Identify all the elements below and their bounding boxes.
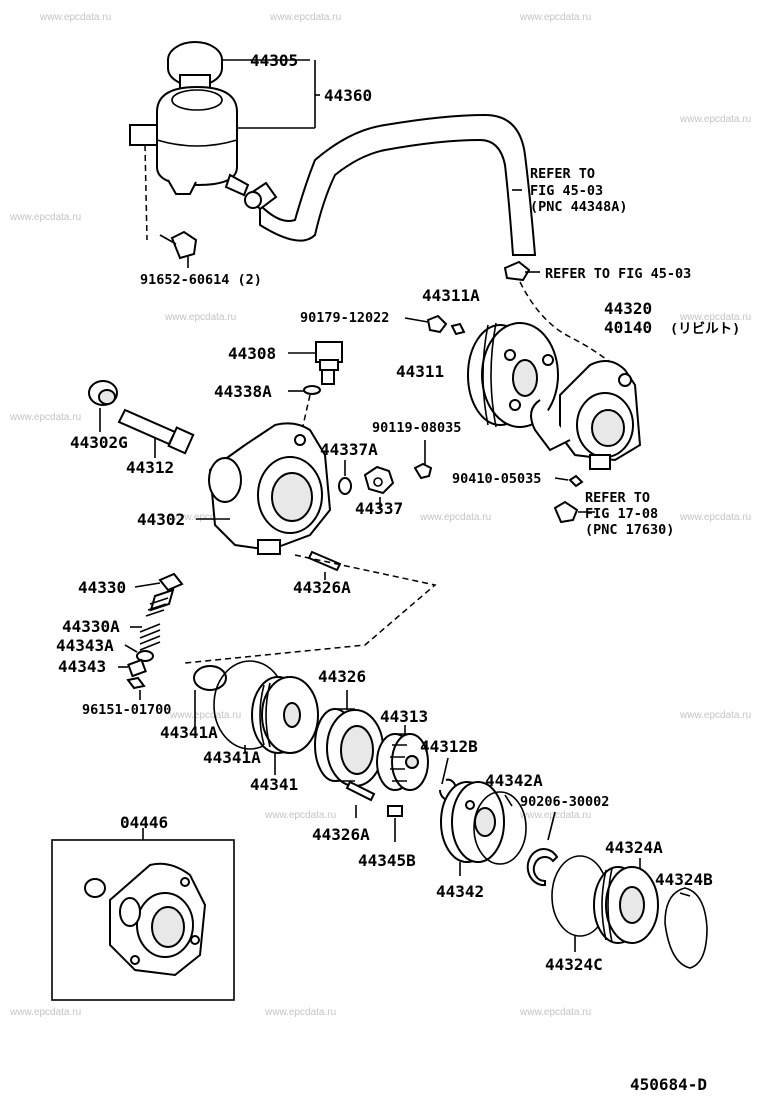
pin-44345B [387, 805, 403, 817]
refer-label-3b: FIG 17-08 [585, 506, 658, 522]
watermark: www.epcdata.ru [269, 12, 341, 23]
watermark: www.epcdata.ru [169, 710, 241, 721]
refer-label-1b: FIG 45-03 [530, 183, 603, 199]
label-44320: 44320 [604, 299, 652, 318]
watermark: www.epcdata.ru [679, 512, 751, 523]
label-44326A-top: 44326A [293, 578, 351, 597]
label-44337: 44337 [355, 499, 403, 518]
snap-ring-90206 [526, 848, 559, 887]
hose-clamp [503, 260, 531, 282]
watermark: www.epcdata.ru [519, 810, 591, 821]
reservoir-bolt [159, 230, 198, 260]
label-44343A: 44343A [56, 636, 114, 655]
label-44313: 44313 [380, 707, 428, 726]
pump-pulley [467, 322, 559, 428]
flow-control-fitting [315, 341, 343, 385]
label-04446: 04446 [120, 813, 168, 832]
o-ring-44337A [338, 477, 352, 495]
valve-spring [139, 623, 161, 651]
label-91652: 91652-60614 (2) [140, 272, 262, 288]
label-44342A: 44342A [485, 771, 543, 790]
rear-side-plate [440, 781, 505, 863]
label-96151: 96151-01700 [82, 702, 171, 718]
label-44302G: 44302G [70, 433, 128, 452]
watermark: www.epcdata.ru [169, 512, 241, 523]
watermark: www.epcdata.ru [39, 12, 111, 23]
label-90119: 90119-08035 [372, 420, 461, 436]
label-44308: 44308 [228, 344, 276, 363]
label-44326A-bottom: 44326A [312, 825, 370, 844]
label-44312: 44312 [126, 458, 174, 477]
label-44341A-1: 44341A [160, 723, 218, 742]
snap-ring-44324B [664, 887, 708, 969]
front-side-plate [251, 676, 319, 754]
label-44337A: 44337A [320, 440, 378, 459]
label-44330: 44330 [78, 578, 126, 597]
watermark: www.epcdata.ru [9, 412, 81, 423]
label-44312B: 44312B [420, 737, 478, 756]
watermark: www.epcdata.ru [264, 810, 336, 821]
watermark: www.epcdata.ru [679, 312, 751, 323]
label-44326: 44326 [318, 667, 366, 686]
label-90179: 90179-12022 [300, 310, 389, 326]
label-44302: 44302 [137, 510, 185, 529]
label-44311: 44311 [396, 362, 444, 381]
watermark: www.epcdata.ru [519, 1007, 591, 1018]
label-44330A: 44330A [62, 617, 120, 636]
watermark: www.epcdata.ru [679, 710, 751, 721]
watermark: www.epcdata.ru [519, 12, 591, 23]
watermark: www.epcdata.ru [264, 1007, 336, 1018]
rotor-vanes [376, 733, 429, 791]
label-44341A-2: 44341A [203, 748, 261, 767]
pin-44326A-lower [345, 780, 376, 802]
label-44305: 44305 [250, 51, 298, 70]
reservoir-cap [167, 41, 223, 90]
watermark: www.epcdata.ru [9, 1007, 81, 1018]
label-44324A: 44324A [605, 838, 663, 857]
label-90206: 90206-30002 [520, 794, 609, 810]
part-labels: 44305 44360 REFER TO FIG 45-03 (PNC 4434… [56, 51, 740, 1094]
pump-body [208, 422, 332, 555]
pressure-port-44337 [363, 465, 395, 495]
refer-label-3c: (PNC 17630) [585, 522, 674, 538]
label-44324C: 44324C [545, 955, 603, 974]
cam-ring [314, 708, 384, 787]
refer-label-1a: REFER TO [530, 166, 595, 182]
oil-seal [88, 380, 118, 406]
refer-label-1c: (PNC 44348A) [530, 199, 628, 215]
label-90410: 90410-05035 [452, 471, 541, 487]
flow-control-valve [145, 572, 184, 617]
kit-pump-body [109, 862, 207, 977]
label-44345B: 44345B [358, 851, 416, 870]
watermark: www.epcdata.ru [419, 512, 491, 523]
label-44341: 44341 [250, 775, 298, 794]
diagram-id: 450684-D [630, 1075, 707, 1094]
watermark: www.epcdata.ru [9, 212, 81, 223]
reservoir-tank [129, 85, 250, 197]
bolt-90119 [413, 462, 433, 480]
watermarks: www.epcdata.ru www.epcdata.ru www.epcdat… [9, 12, 751, 1018]
kit-oil-seal [84, 878, 106, 898]
rebuilt-pump [530, 360, 642, 470]
label-40140: 40140 [604, 318, 652, 337]
label-44342: 44342 [436, 882, 484, 901]
o-ring-44342A [473, 791, 527, 865]
label-44343: 44343 [58, 657, 106, 676]
label-44338A: 44338A [214, 382, 272, 401]
label-44311A: 44311A [422, 286, 480, 305]
refer-label-2: REFER TO FIG 45-03 [545, 266, 691, 282]
pressure-switch [553, 474, 584, 524]
watermark: www.epcdata.ru [164, 312, 236, 323]
watermark: www.epcdata.ru [679, 114, 751, 125]
label-44360: 44360 [324, 86, 372, 105]
rear-housing-44324A [593, 866, 659, 944]
pump-shaft [117, 408, 195, 455]
label-rebuilt: (リビルト) [670, 321, 740, 337]
label-44324B: 44324B [655, 870, 713, 889]
return-hose [244, 113, 537, 256]
refer-label-3a: REFER TO [585, 490, 650, 506]
